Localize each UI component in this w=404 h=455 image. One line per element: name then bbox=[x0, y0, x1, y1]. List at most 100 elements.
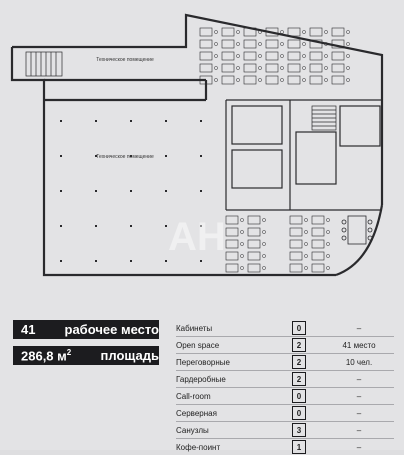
desk bbox=[289, 239, 303, 249]
chair bbox=[214, 54, 218, 58]
chair bbox=[240, 254, 244, 258]
chair bbox=[214, 42, 218, 46]
column bbox=[60, 120, 62, 122]
chair bbox=[258, 54, 262, 58]
column bbox=[95, 155, 97, 157]
chair bbox=[302, 30, 306, 34]
chair bbox=[304, 266, 308, 270]
chair bbox=[302, 78, 306, 82]
structural-columns bbox=[60, 120, 202, 262]
desk bbox=[331, 51, 345, 61]
chair bbox=[302, 66, 306, 70]
floor-plan: Техническое помещение Техническое помеще… bbox=[10, 13, 384, 277]
column bbox=[95, 190, 97, 192]
column bbox=[165, 155, 167, 157]
column bbox=[165, 225, 167, 227]
row-count: 2 bbox=[292, 355, 306, 369]
column bbox=[165, 120, 167, 122]
desk bbox=[289, 251, 303, 261]
desk bbox=[225, 239, 239, 249]
desk bbox=[309, 75, 323, 85]
chair bbox=[258, 66, 262, 70]
chair bbox=[214, 30, 218, 34]
row-name: Кабинеты bbox=[176, 323, 213, 333]
row-name: Кофе-поинт bbox=[176, 442, 221, 452]
chair bbox=[236, 78, 240, 82]
column bbox=[60, 260, 62, 262]
stairs-right bbox=[311, 105, 337, 131]
area-label: площадь bbox=[100, 348, 159, 363]
desk bbox=[243, 63, 257, 73]
row-name: Серверная bbox=[176, 408, 217, 418]
desk bbox=[331, 63, 345, 73]
chair bbox=[262, 254, 266, 258]
desk bbox=[331, 27, 345, 37]
room-label-tech-main: Техническое помещение bbox=[96, 154, 154, 160]
chair bbox=[302, 54, 306, 58]
desk bbox=[289, 215, 303, 225]
desk bbox=[221, 63, 235, 73]
workplaces-badge: 41 рабочее место bbox=[13, 320, 159, 339]
row-count: 2 bbox=[292, 372, 306, 386]
chair bbox=[346, 66, 350, 70]
column bbox=[130, 225, 132, 227]
desk bbox=[331, 39, 345, 49]
desk bbox=[243, 39, 257, 49]
row-count: 3 bbox=[292, 423, 306, 437]
area-number: 286,8 м bbox=[21, 348, 67, 364]
chair bbox=[324, 54, 328, 58]
column bbox=[200, 190, 202, 192]
row-extra: – bbox=[356, 425, 362, 435]
desk bbox=[221, 39, 235, 49]
chair bbox=[304, 242, 308, 246]
chair bbox=[258, 30, 262, 34]
column bbox=[130, 190, 132, 192]
chair bbox=[326, 254, 330, 258]
desk bbox=[287, 51, 301, 61]
desk bbox=[331, 75, 345, 85]
chair bbox=[326, 230, 330, 234]
column bbox=[130, 155, 132, 157]
chair bbox=[302, 42, 306, 46]
chair bbox=[262, 218, 266, 222]
desk bbox=[265, 63, 279, 73]
chair bbox=[326, 266, 330, 270]
row-name: Гардеробные bbox=[176, 374, 226, 384]
desk bbox=[247, 239, 261, 249]
row-extra: – bbox=[356, 391, 362, 401]
row-extra: – bbox=[356, 408, 362, 418]
desk bbox=[247, 251, 261, 261]
desk bbox=[225, 215, 239, 225]
chair bbox=[324, 66, 328, 70]
workplaces-label: рабочее место bbox=[64, 322, 159, 337]
chair bbox=[236, 42, 240, 46]
desk bbox=[265, 39, 279, 49]
chair bbox=[304, 230, 308, 234]
stairs-left bbox=[25, 51, 63, 77]
chair bbox=[236, 54, 240, 58]
desk bbox=[225, 227, 239, 237]
chair bbox=[326, 242, 330, 246]
chair bbox=[346, 30, 350, 34]
chair bbox=[240, 266, 244, 270]
column bbox=[60, 225, 62, 227]
chair bbox=[240, 218, 244, 222]
room-label-tech-top: Техническое помещение bbox=[96, 57, 154, 63]
chair bbox=[324, 30, 328, 34]
chair bbox=[280, 30, 284, 34]
row-extra: – bbox=[356, 323, 362, 333]
row-count: 0 bbox=[292, 406, 306, 420]
desk bbox=[309, 27, 323, 37]
chair bbox=[262, 266, 266, 270]
area-unit-superscript: 2 bbox=[66, 347, 72, 357]
desk bbox=[199, 75, 213, 85]
desk bbox=[311, 239, 325, 249]
row-extra: 41 место bbox=[342, 340, 376, 350]
